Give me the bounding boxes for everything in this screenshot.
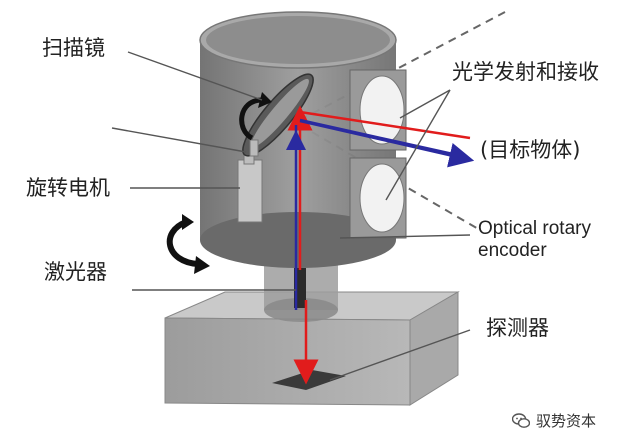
base-box <box>164 291 460 406</box>
label-detector: 探测器 <box>486 316 549 340</box>
label-scan-mirror: 扫描镜 <box>42 36 105 60</box>
label-target-object: (目标物体) <box>480 138 581 162</box>
label-optical-tx-rx: 光学发射和接收 <box>452 60 599 84</box>
label-laser: 激光器 <box>44 260 107 284</box>
rotation-arrow-base-icon <box>166 214 210 274</box>
rotation-arrow-mirror-icon <box>239 92 272 141</box>
leader-lines <box>111 51 471 381</box>
watermark: 驭势资本 <box>511 410 596 431</box>
return-beam-blue <box>286 118 475 310</box>
watermark-text: 驭势资本 <box>535 412 596 430</box>
label-encoder-line1: Optical rotary <box>478 218 591 239</box>
optical-window-bottom <box>349 157 407 239</box>
label-encoder-line2: encoder <box>478 239 547 261</box>
motor-block <box>237 149 263 223</box>
label-encoder: Optical rotary encoder <box>478 218 624 262</box>
wechat-icon <box>511 412 530 428</box>
label-rotating-motor: 旋转电机 <box>26 176 110 200</box>
